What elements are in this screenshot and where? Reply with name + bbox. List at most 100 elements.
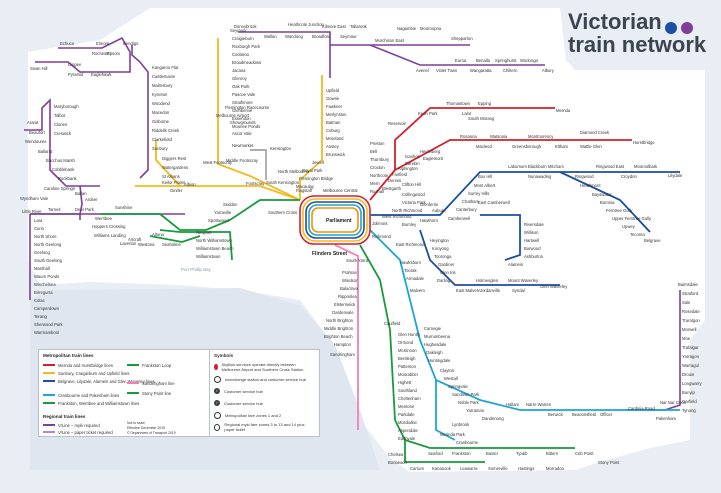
station-nagambie: Nagambie: [397, 26, 417, 31]
station-albion: Albion: [184, 182, 196, 187]
station-fairfield: Fairfield: [392, 172, 408, 177]
port-phillip-bay-label: Port Phillip Bay: [181, 267, 211, 272]
station-toorak: Toorak: [404, 268, 417, 273]
station-baxter: Baxter: [486, 451, 499, 456]
station-hampton: Hampton: [334, 342, 352, 347]
station-eaglehawk: Eaglehawk: [91, 72, 112, 77]
station-burwood: Burwood: [524, 246, 541, 251]
legend-swatch: [127, 391, 139, 395]
station-westona: Westona: [138, 242, 155, 247]
station-dingee: Dingee: [68, 62, 82, 67]
station-sherwood-park: Sherwood Park: [34, 322, 64, 327]
station-ginifer: Ginifer: [170, 188, 183, 193]
legend-footer: Effective December 2019: [127, 426, 166, 430]
station-aspendale: Aspendale: [398, 428, 418, 433]
station-gardiner: Gardiner: [438, 262, 455, 267]
station-ashburton: Ashburton: [524, 254, 544, 259]
station-north-geelong: North Geelong: [34, 242, 62, 247]
station-riversdale: Riversdale: [524, 222, 544, 227]
info-icon: i: [214, 400, 220, 406]
station-middle-footscray: Middle Footscray: [226, 158, 259, 163]
station-balaclava: Balaclava: [340, 286, 359, 291]
station-waurn-ponds: Waurn Ponds: [34, 274, 59, 279]
station-croydon: Croydon: [621, 174, 637, 179]
legend-label: V/Line – myki required: [58, 422, 100, 428]
station-trafalgar: Trafalgar: [682, 345, 699, 350]
station-warrnambool: Warrnambool: [34, 330, 59, 335]
station-highett: Highett: [398, 380, 412, 385]
station-benalla: Benalla: [476, 58, 491, 63]
station-merri: Merri: [370, 181, 380, 186]
station-anstey: Anstey: [326, 144, 340, 149]
station-euroa: Euroa: [455, 58, 467, 63]
zone-icon: [214, 423, 221, 431]
station-bayswater: Bayswater: [592, 192, 612, 197]
station-north-melbourne: North Melbourne: [278, 169, 310, 174]
station-keilor-plains: Keilor Plains: [162, 180, 185, 185]
station-keon-park: Keon Park: [418, 111, 438, 116]
station-tarneit: Tarneit: [48, 207, 61, 212]
station-north-richmond: North Richmond: [392, 208, 423, 213]
legend-swatch: [43, 363, 55, 367]
station-box-hill: Box Hill: [478, 174, 492, 179]
legend-item: Frankston, Werribee and Williamstown lin…: [43, 400, 139, 406]
map-title: Victorian train network: [568, 10, 706, 56]
station-jolimont: Jolimont: [372, 221, 388, 226]
station-kilmore-east: Kilmore East: [322, 24, 347, 29]
station-ararat: Ararat: [27, 120, 39, 125]
legend-label: Frankston Loop: [142, 362, 172, 368]
station-gowrie: Gowrie: [326, 96, 340, 101]
station-eaglemont: Eaglemont: [423, 156, 444, 161]
station-sale: Sale: [682, 300, 691, 305]
station-winchelsea: Winchelsea: [34, 282, 56, 287]
station-lalor: Lalor: [462, 111, 472, 116]
station-tooronga: Tooronga: [434, 254, 452, 259]
station-spotswood: Spotswood: [208, 218, 229, 223]
station-jordanville: Jordanville: [480, 288, 501, 293]
station-st-albans: St Albans: [162, 174, 180, 179]
station-brunswick: Brunswick: [326, 152, 346, 157]
legend-item: Cranbourne and Pakenham lines: [43, 392, 119, 398]
station-jacana: Jacana: [232, 68, 246, 73]
station-diggers-rest: Diggers Rest: [162, 156, 187, 161]
legend-footer: Not to scale: [127, 421, 145, 425]
station-heidelberg: Heidelberg: [420, 149, 441, 154]
station-ascot-vale: Ascot Vale: [232, 131, 252, 136]
station-darling: Darling: [437, 278, 451, 283]
station-rockbank: Rockbank: [58, 176, 78, 181]
cranbourne-pakenham-lines: [369, 229, 680, 441]
station-alamein: Alamein: [508, 262, 524, 267]
legend-swatch: [43, 371, 55, 375]
station-mitcham: Mitcham: [548, 164, 564, 169]
station-clarkefield: Clarkefield: [152, 137, 172, 142]
station-hoppers-crossing: Hoppers Crossing: [92, 224, 126, 229]
belgrave-lilydale-lines: [370, 171, 680, 286]
station-south-kensington: South Kensington: [266, 180, 300, 185]
station-williamstown-beach: Williamstown Beach: [196, 246, 234, 251]
station-victoria-park: Victoria Park: [402, 200, 427, 205]
station-brighton-beach: Brighton Beach: [324, 334, 353, 339]
legend-item: Sandringham line: [127, 380, 175, 386]
station-burnley: Burnley: [402, 222, 417, 227]
station-lilydale: Lilydale: [668, 173, 683, 178]
station-melbourne-airport: Melbourne Airport: [216, 113, 250, 118]
legend-metro-title: Metropolitan train lines: [43, 353, 94, 358]
frankston-line: [359, 244, 575, 463]
station-cardinia-road: Cardinia Road: [628, 406, 655, 411]
station-epping: Epping: [478, 101, 492, 106]
station-heyington: Heyington: [430, 238, 450, 243]
station-moreland: Moreland: [326, 136, 344, 141]
sandringham-line: [334, 244, 359, 430]
station-mernda: Mernda: [556, 108, 571, 113]
station-hawthorn: Hawthorn: [420, 218, 439, 223]
station-oak-park: Oak Park: [232, 84, 250, 89]
station-windsor: Windsor: [342, 278, 358, 283]
station-watsonia: Watsonia: [490, 134, 508, 139]
station-tallarook: Tallarook: [350, 24, 368, 29]
station-murrumbeena: Murrumbeena: [424, 334, 451, 339]
station-murchison-east: Murchison East: [375, 38, 405, 43]
station-thornbury: Thornbury: [370, 157, 390, 162]
station-bairnsdale: Bairnsdale: [678, 282, 698, 287]
station-roxburgh-park: Roxburgh Park: [232, 44, 261, 49]
station-glen-huntly: Glen Huntly: [398, 332, 421, 337]
